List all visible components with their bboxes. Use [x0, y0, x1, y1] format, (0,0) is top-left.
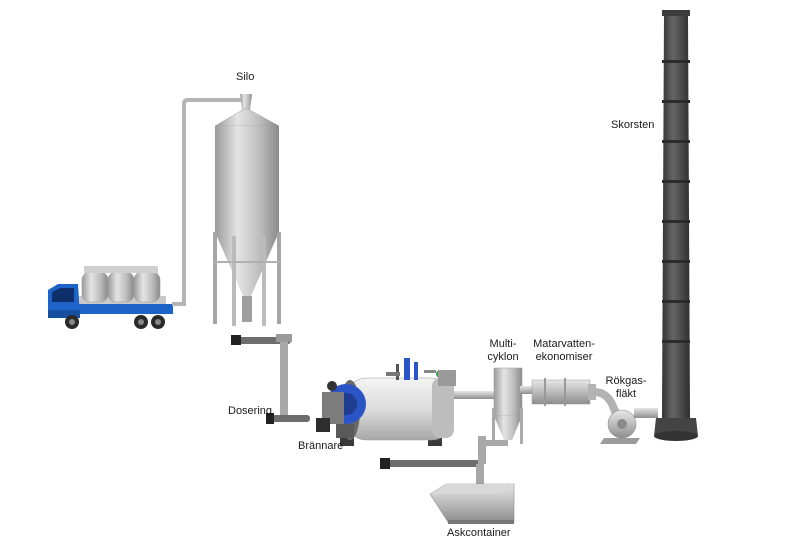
label-multicyklon: Multi- cyklon: [479, 338, 527, 364]
cyclone-icon: [478, 367, 523, 464]
ash-container-icon: [429, 483, 515, 524]
truck-icon: [48, 266, 173, 329]
label-dosering: Dosering: [228, 405, 273, 417]
chimney-icon: [654, 10, 698, 441]
ash-screw: [476, 464, 484, 484]
label-fan-line1: Rökgas-: [605, 375, 647, 387]
screw-conveyor-icon: [231, 334, 310, 424]
boiler-icon: [340, 358, 480, 469]
silo-icon: [213, 94, 281, 326]
label-economiser-line1: Matarvatten-: [533, 338, 595, 350]
burner-icon: [316, 381, 366, 438]
pipe-to-fan: [593, 388, 622, 420]
fan-icon: [600, 408, 658, 444]
label-silo: Silo: [236, 71, 255, 83]
pipe-to-economiser: [520, 386, 534, 394]
flue-pipe: [454, 391, 500, 399]
label-brannare: Brännare: [298, 440, 344, 452]
economiser-icon: [531, 378, 596, 406]
label-multicyklon-line1: Multi-: [489, 338, 517, 350]
label-economiser: Matarvatten- ekonomiser: [528, 338, 600, 364]
label-multicyklon-line2: cyklon: [487, 351, 519, 363]
filling-pipe: [172, 98, 248, 306]
label-askcontainer: Askcontainer: [447, 527, 511, 539]
label-economiser-line2: ekonomiser: [535, 351, 593, 363]
label-fan: Rökgas- fläkt: [600, 375, 652, 401]
label-fan-line2: fläkt: [615, 388, 637, 400]
label-skorsten: Skorsten: [611, 119, 655, 131]
